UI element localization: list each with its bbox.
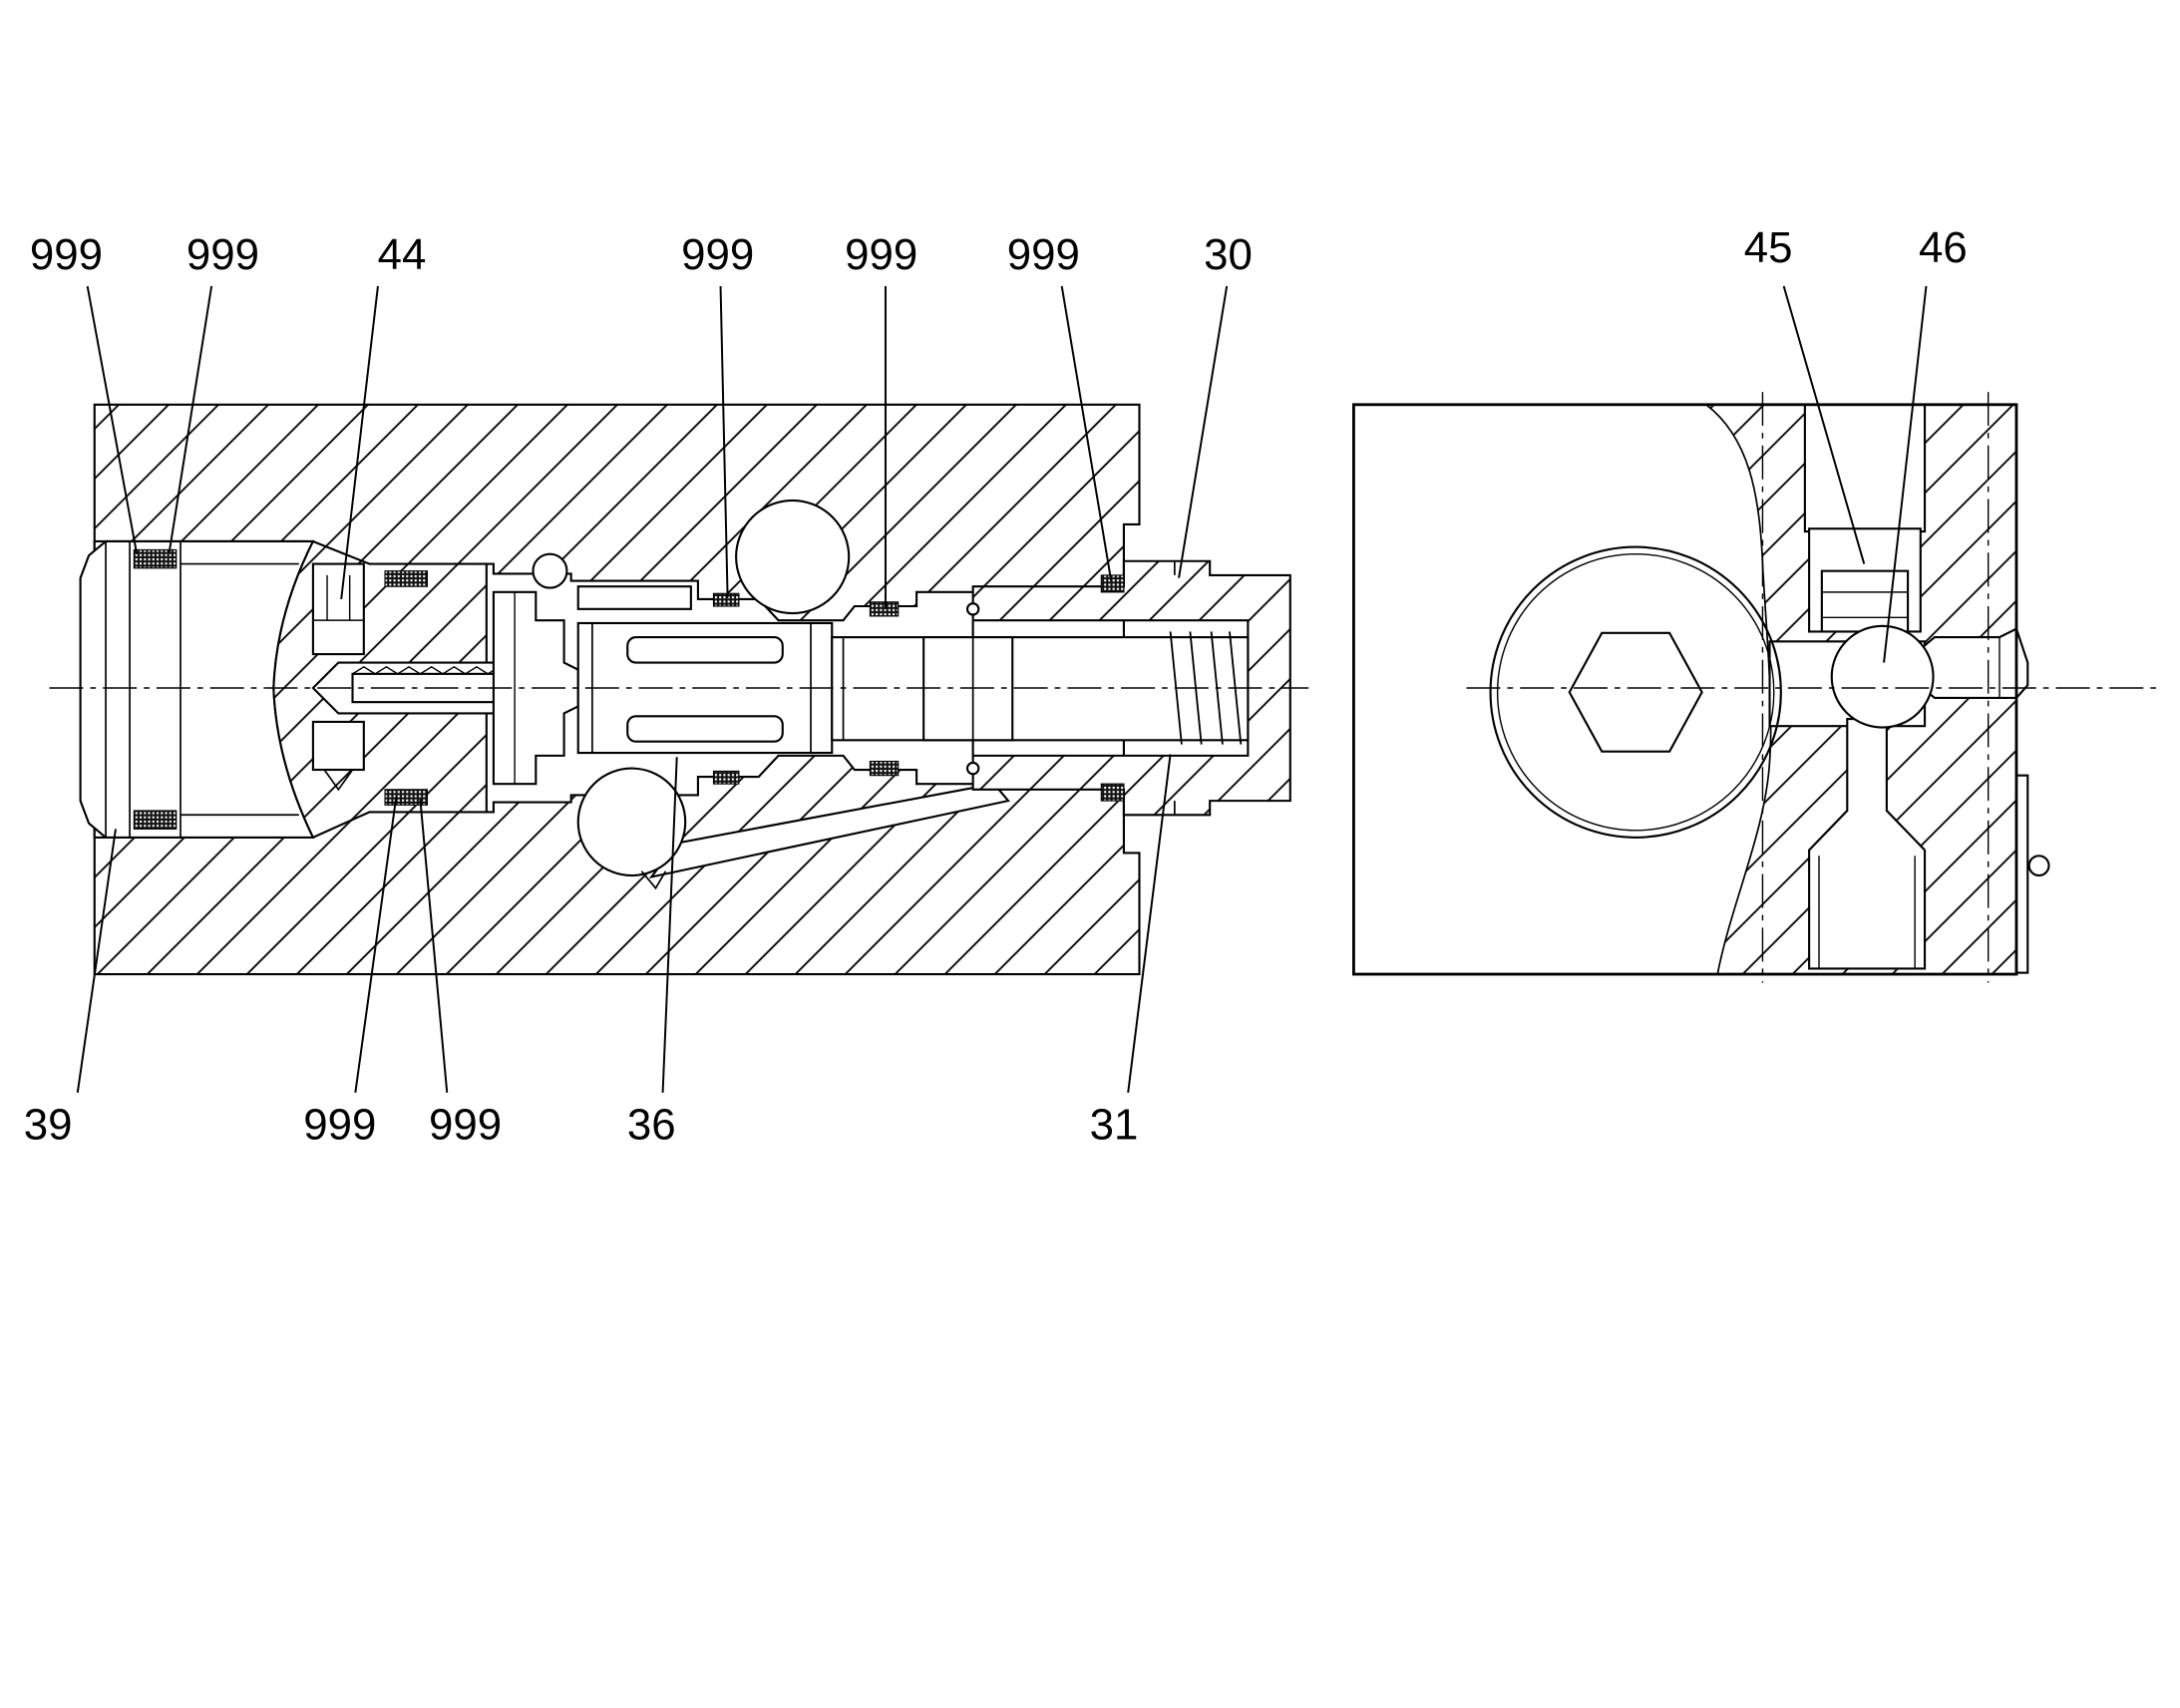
- callout-label: 999: [303, 1100, 376, 1149]
- end-view-outline: [1351, 403, 2018, 976]
- seal: [712, 770, 740, 785]
- upper-slot: [576, 585, 692, 610]
- lower-bore: [1808, 718, 1927, 970]
- end-view: [1351, 392, 2158, 983]
- leader-line: [661, 757, 678, 1093]
- callout-label: 45: [1744, 223, 1793, 272]
- callout-label: 999: [186, 230, 259, 279]
- check-ball-small: [532, 552, 568, 589]
- leader-line: [340, 285, 379, 600]
- seal: [133, 810, 178, 830]
- seal: [1100, 574, 1125, 593]
- check-ball-lower: [576, 767, 687, 877]
- piston-oring-upper: [965, 602, 980, 616]
- leader-line: [1883, 285, 1928, 663]
- plug-45-socket: [1820, 569, 1910, 633]
- seal: [384, 570, 429, 587]
- leader-line: [1782, 285, 1866, 564]
- seal: [1100, 783, 1125, 802]
- leader-line: [168, 285, 213, 553]
- port-spotface-inner: [1496, 552, 1775, 832]
- leader-line: [86, 285, 139, 554]
- hex-plug: [1568, 631, 1703, 753]
- callout-label: 999: [681, 230, 754, 279]
- leader-line: [76, 829, 117, 1093]
- seal: [869, 760, 900, 777]
- lower-drill-point: [640, 870, 667, 890]
- seal: [133, 548, 178, 569]
- check-ball-46: [1830, 624, 1935, 729]
- check-ball-upper: [735, 499, 851, 615]
- leader-line: [1060, 285, 1113, 581]
- spool-slot-lower: [626, 715, 784, 743]
- callout-label: 44: [378, 230, 427, 279]
- side-plate-knob: [2027, 854, 2050, 877]
- leader-line: [419, 799, 449, 1093]
- callout-label: 46: [1919, 223, 1968, 272]
- callout-label: 36: [627, 1100, 676, 1149]
- piston-oring-lower: [965, 761, 980, 776]
- callout-label: 999: [845, 230, 917, 279]
- callout-labels: 999 999 44 999 999 999 30 45 46 39 999 9…: [24, 223, 1968, 1149]
- side-plate: [2014, 774, 2029, 974]
- set-screw-44: [311, 562, 365, 656]
- seal: [712, 592, 740, 607]
- lower-drilling: [311, 720, 365, 772]
- callout-label: 999: [429, 1100, 502, 1149]
- leader-lines: [76, 285, 1928, 1093]
- longitudinal-section-view: [49, 403, 1309, 976]
- callout-label: 39: [24, 1100, 73, 1149]
- callout-label: 999: [1007, 230, 1080, 279]
- callout-label: 31: [1090, 1100, 1139, 1149]
- leader-line: [1178, 285, 1229, 578]
- port-spotface-outer: [1489, 545, 1782, 839]
- leader-line: [1127, 754, 1172, 1093]
- spool-slot-upper: [626, 636, 784, 664]
- lower-drill-tip: [323, 769, 354, 792]
- callout-label: 30: [1204, 230, 1253, 279]
- seal: [869, 601, 900, 617]
- leader-line: [719, 286, 729, 598]
- leader-line: [354, 796, 398, 1093]
- callout-label: 999: [30, 230, 103, 279]
